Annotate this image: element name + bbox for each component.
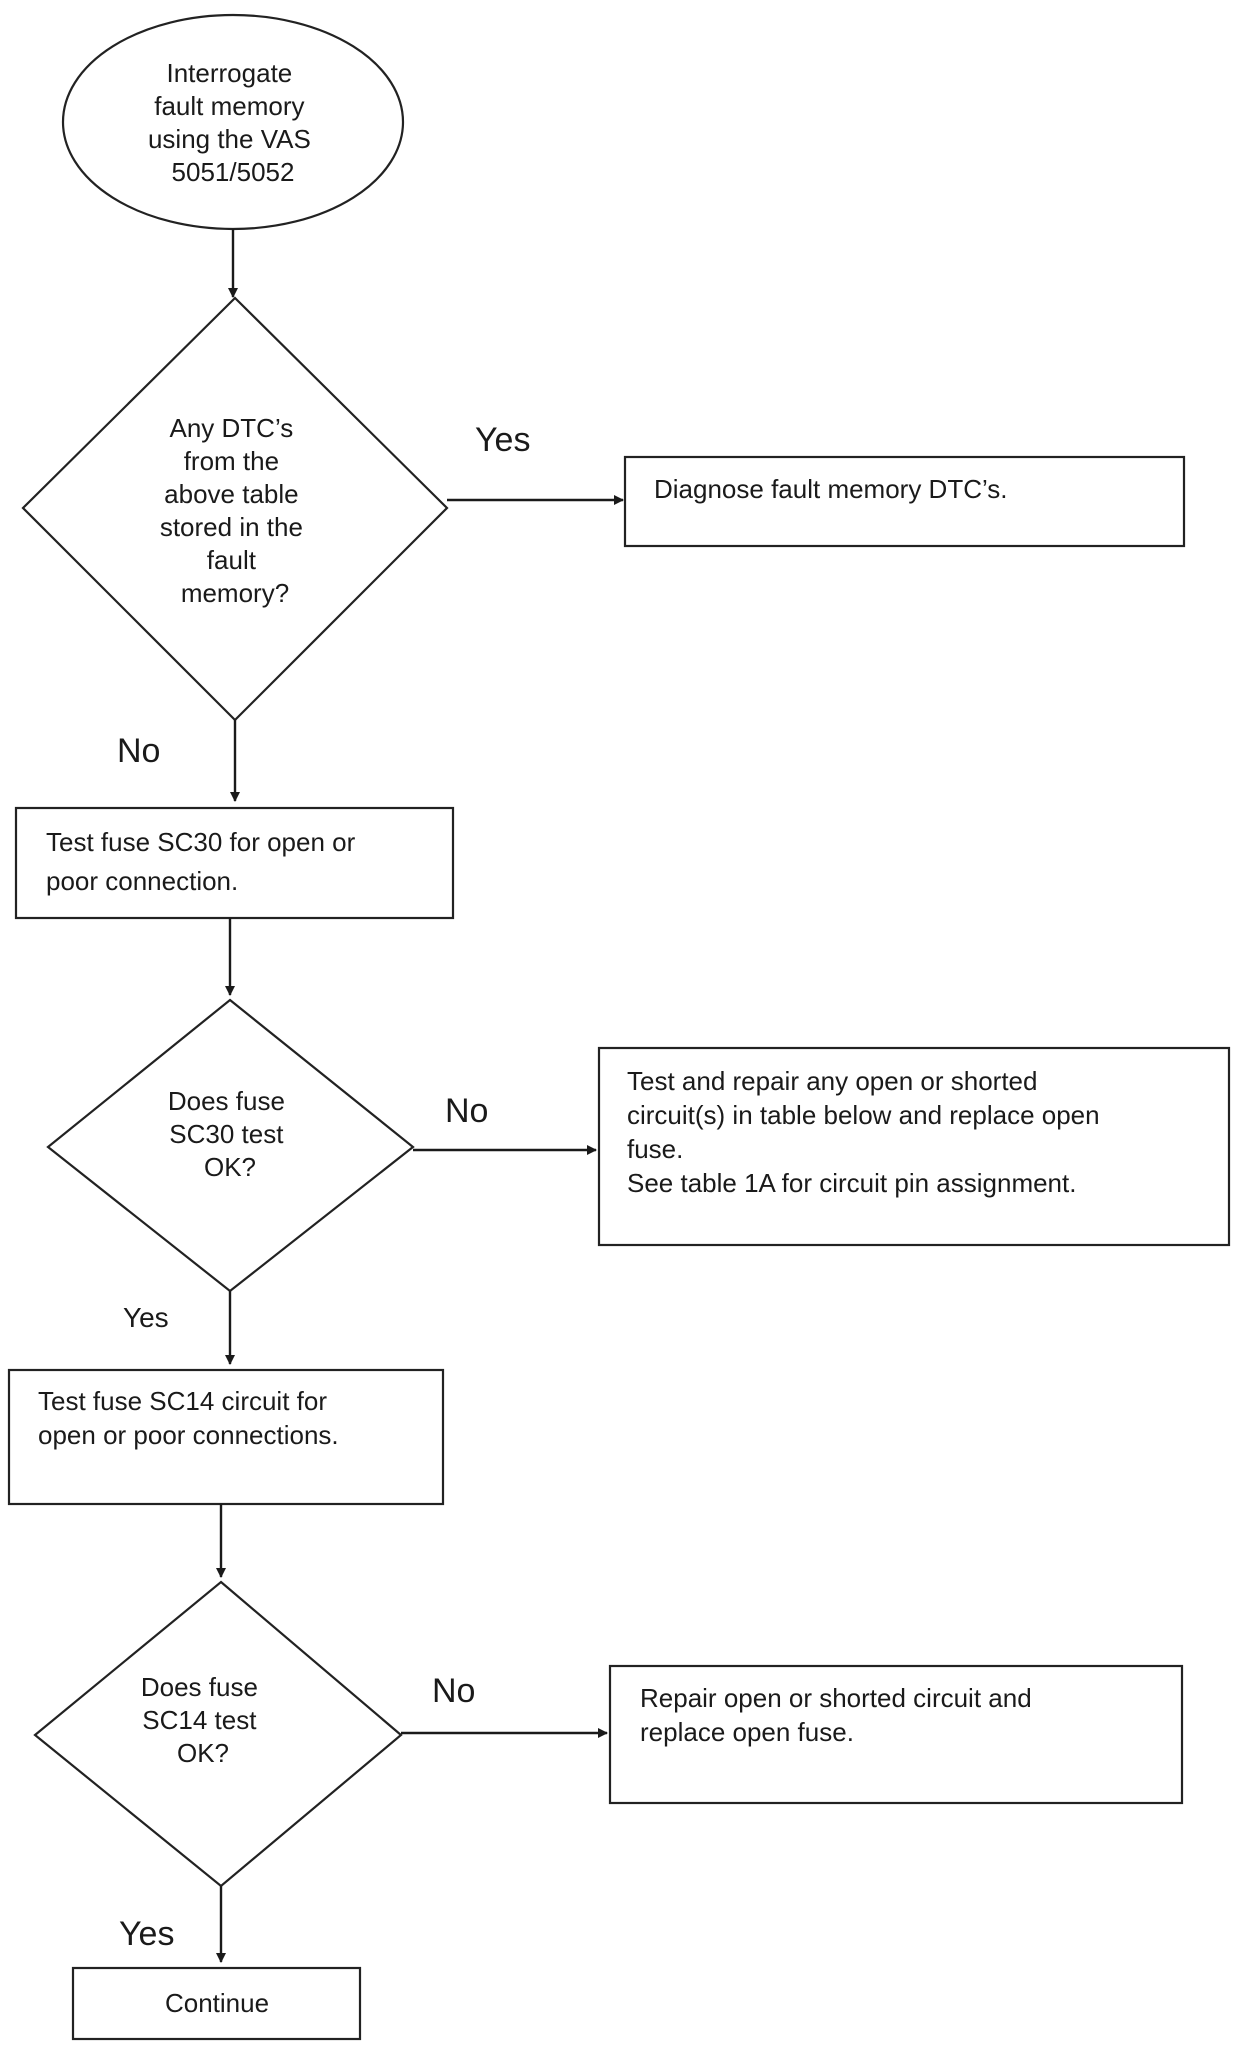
continue-box-shape bbox=[71, 1966, 362, 2041]
svg-text:Interrogate fault memory: Interrogate fault memory using the VAS 5… bbox=[148, 58, 318, 187]
repair-sc30-line-4: See table 1A for circuit pin assignment. bbox=[627, 1168, 1076, 1198]
node-diagnose-dtc: Diagnose fault memory DTC’s. bbox=[623, 455, 1186, 548]
test-sc14-line-2: open or poor connections. bbox=[38, 1420, 339, 1450]
svg-text:Test fuse SC30 for open or: Test fuse SC30 for open or poor connecti… bbox=[46, 827, 363, 896]
repair-sc30-box-shape bbox=[597, 1046, 1231, 1247]
start-line-2: fault memory bbox=[154, 91, 304, 121]
decision-sc14-line-1: Does fuse bbox=[141, 1672, 258, 1702]
svg-text:Test and repair any open or sh: Test and repair any open or shorted circ… bbox=[627, 1066, 1107, 1198]
edge-sc14-no-label: No bbox=[432, 1672, 475, 1710]
svg-text:Does fuse SC14 test: Does fuse SC14 test OK? bbox=[141, 1672, 265, 1768]
repair-sc30-line-1: Test and repair any open or shorted bbox=[627, 1066, 1037, 1096]
decision-dtc-line-4: stored in the bbox=[160, 512, 303, 542]
svg-text:Does fuse SC30 test: Does fuse SC30 test OK? bbox=[168, 1086, 292, 1182]
repair-sc30-line-3: fuse. bbox=[627, 1134, 683, 1164]
edge-sc30-yes-label: Yes bbox=[123, 1302, 169, 1333]
diagnose-dtc-box-shape bbox=[623, 455, 1186, 548]
test-sc14-line-1: Test fuse SC14 circuit for bbox=[38, 1386, 327, 1416]
diagnose-dtc-line-1: Diagnose fault memory DTC’s. bbox=[654, 474, 1008, 504]
svg-text:Diagnose fault memory DTC’s.: Diagnose fault memory DTC’s. bbox=[654, 474, 1008, 504]
node-repair-sc30: Test and repair any open or shorted circ… bbox=[597, 1046, 1231, 1247]
node-repair-sc14: Repair open or shorted circuit and repla… bbox=[608, 1664, 1184, 1805]
test-sc30-line-1: Test fuse SC30 for open or bbox=[46, 827, 356, 857]
start-line-4: 5051/5052 bbox=[172, 157, 295, 187]
node-continue: Continue bbox=[71, 1966, 362, 2041]
decision-sc14-line-2: SC14 test bbox=[142, 1705, 257, 1735]
start-line-1: Interrogate bbox=[167, 58, 293, 88]
decision-sc14-line-3: OK? bbox=[177, 1738, 229, 1768]
decision-sc30-line-1: Does fuse bbox=[168, 1086, 285, 1116]
start-line-3: using the VAS bbox=[148, 124, 311, 154]
node-decision-dtc: Any DTC’s from the above table stored in… bbox=[21, 296, 449, 722]
test-sc14-box-shape bbox=[7, 1368, 445, 1506]
edge-dtc-yes-label: Yes bbox=[475, 421, 530, 459]
decision-dtc-line-6: memory? bbox=[181, 578, 289, 608]
svg-text:Repair open or shorted circuit: Repair open or shorted circuit and repla… bbox=[640, 1683, 1039, 1747]
node-test-sc14: Test fuse SC14 circuit for open or poor … bbox=[7, 1368, 445, 1506]
start-ellipse-shape bbox=[61, 13, 405, 231]
svg-text:Continue: Continue bbox=[165, 1988, 269, 2018]
node-decision-sc30: Does fuse SC30 test OK? bbox=[46, 998, 415, 1293]
edge-dtc-no-label: No bbox=[117, 732, 160, 770]
svg-text:Test fuse SC14 circuit for: Test fuse SC14 circuit for open or poor … bbox=[38, 1386, 339, 1450]
decision-dtc-diamond-shape bbox=[21, 296, 449, 722]
decision-dtc-line-2: from the bbox=[184, 446, 279, 476]
decision-dtc-line-1: Any DTC’s bbox=[169, 413, 293, 443]
node-start: Interrogate fault memory using the VAS 5… bbox=[61, 13, 405, 231]
decision-sc30-line-2: SC30 test bbox=[169, 1119, 284, 1149]
test-sc30-box-shape bbox=[14, 806, 455, 920]
repair-sc14-box-shape bbox=[608, 1664, 1184, 1805]
repair-sc14-line-1: Repair open or shorted circuit and bbox=[640, 1683, 1032, 1713]
edge-sc14-yes-label: Yes bbox=[119, 1915, 174, 1953]
decision-dtc-line-5: fault bbox=[207, 545, 257, 575]
test-sc30-line-2: poor connection. bbox=[46, 866, 238, 896]
edge-sc30-no-label: No bbox=[445, 1092, 488, 1130]
decision-dtc-line-3: above table bbox=[164, 479, 298, 509]
repair-sc14-line-2: replace open fuse. bbox=[640, 1717, 854, 1747]
node-decision-sc14: Does fuse SC14 test OK? bbox=[33, 1580, 403, 1888]
decision-sc30-line-3: OK? bbox=[204, 1152, 256, 1182]
continue-line-1: Continue bbox=[165, 1988, 269, 2018]
svg-text:Any DTC’s from the: Any DTC’s from the above table stored in… bbox=[160, 413, 310, 608]
repair-sc30-line-2: circuit(s) in table below and replace op… bbox=[627, 1100, 1100, 1130]
node-test-sc30: Test fuse SC30 for open or poor connecti… bbox=[14, 806, 455, 920]
